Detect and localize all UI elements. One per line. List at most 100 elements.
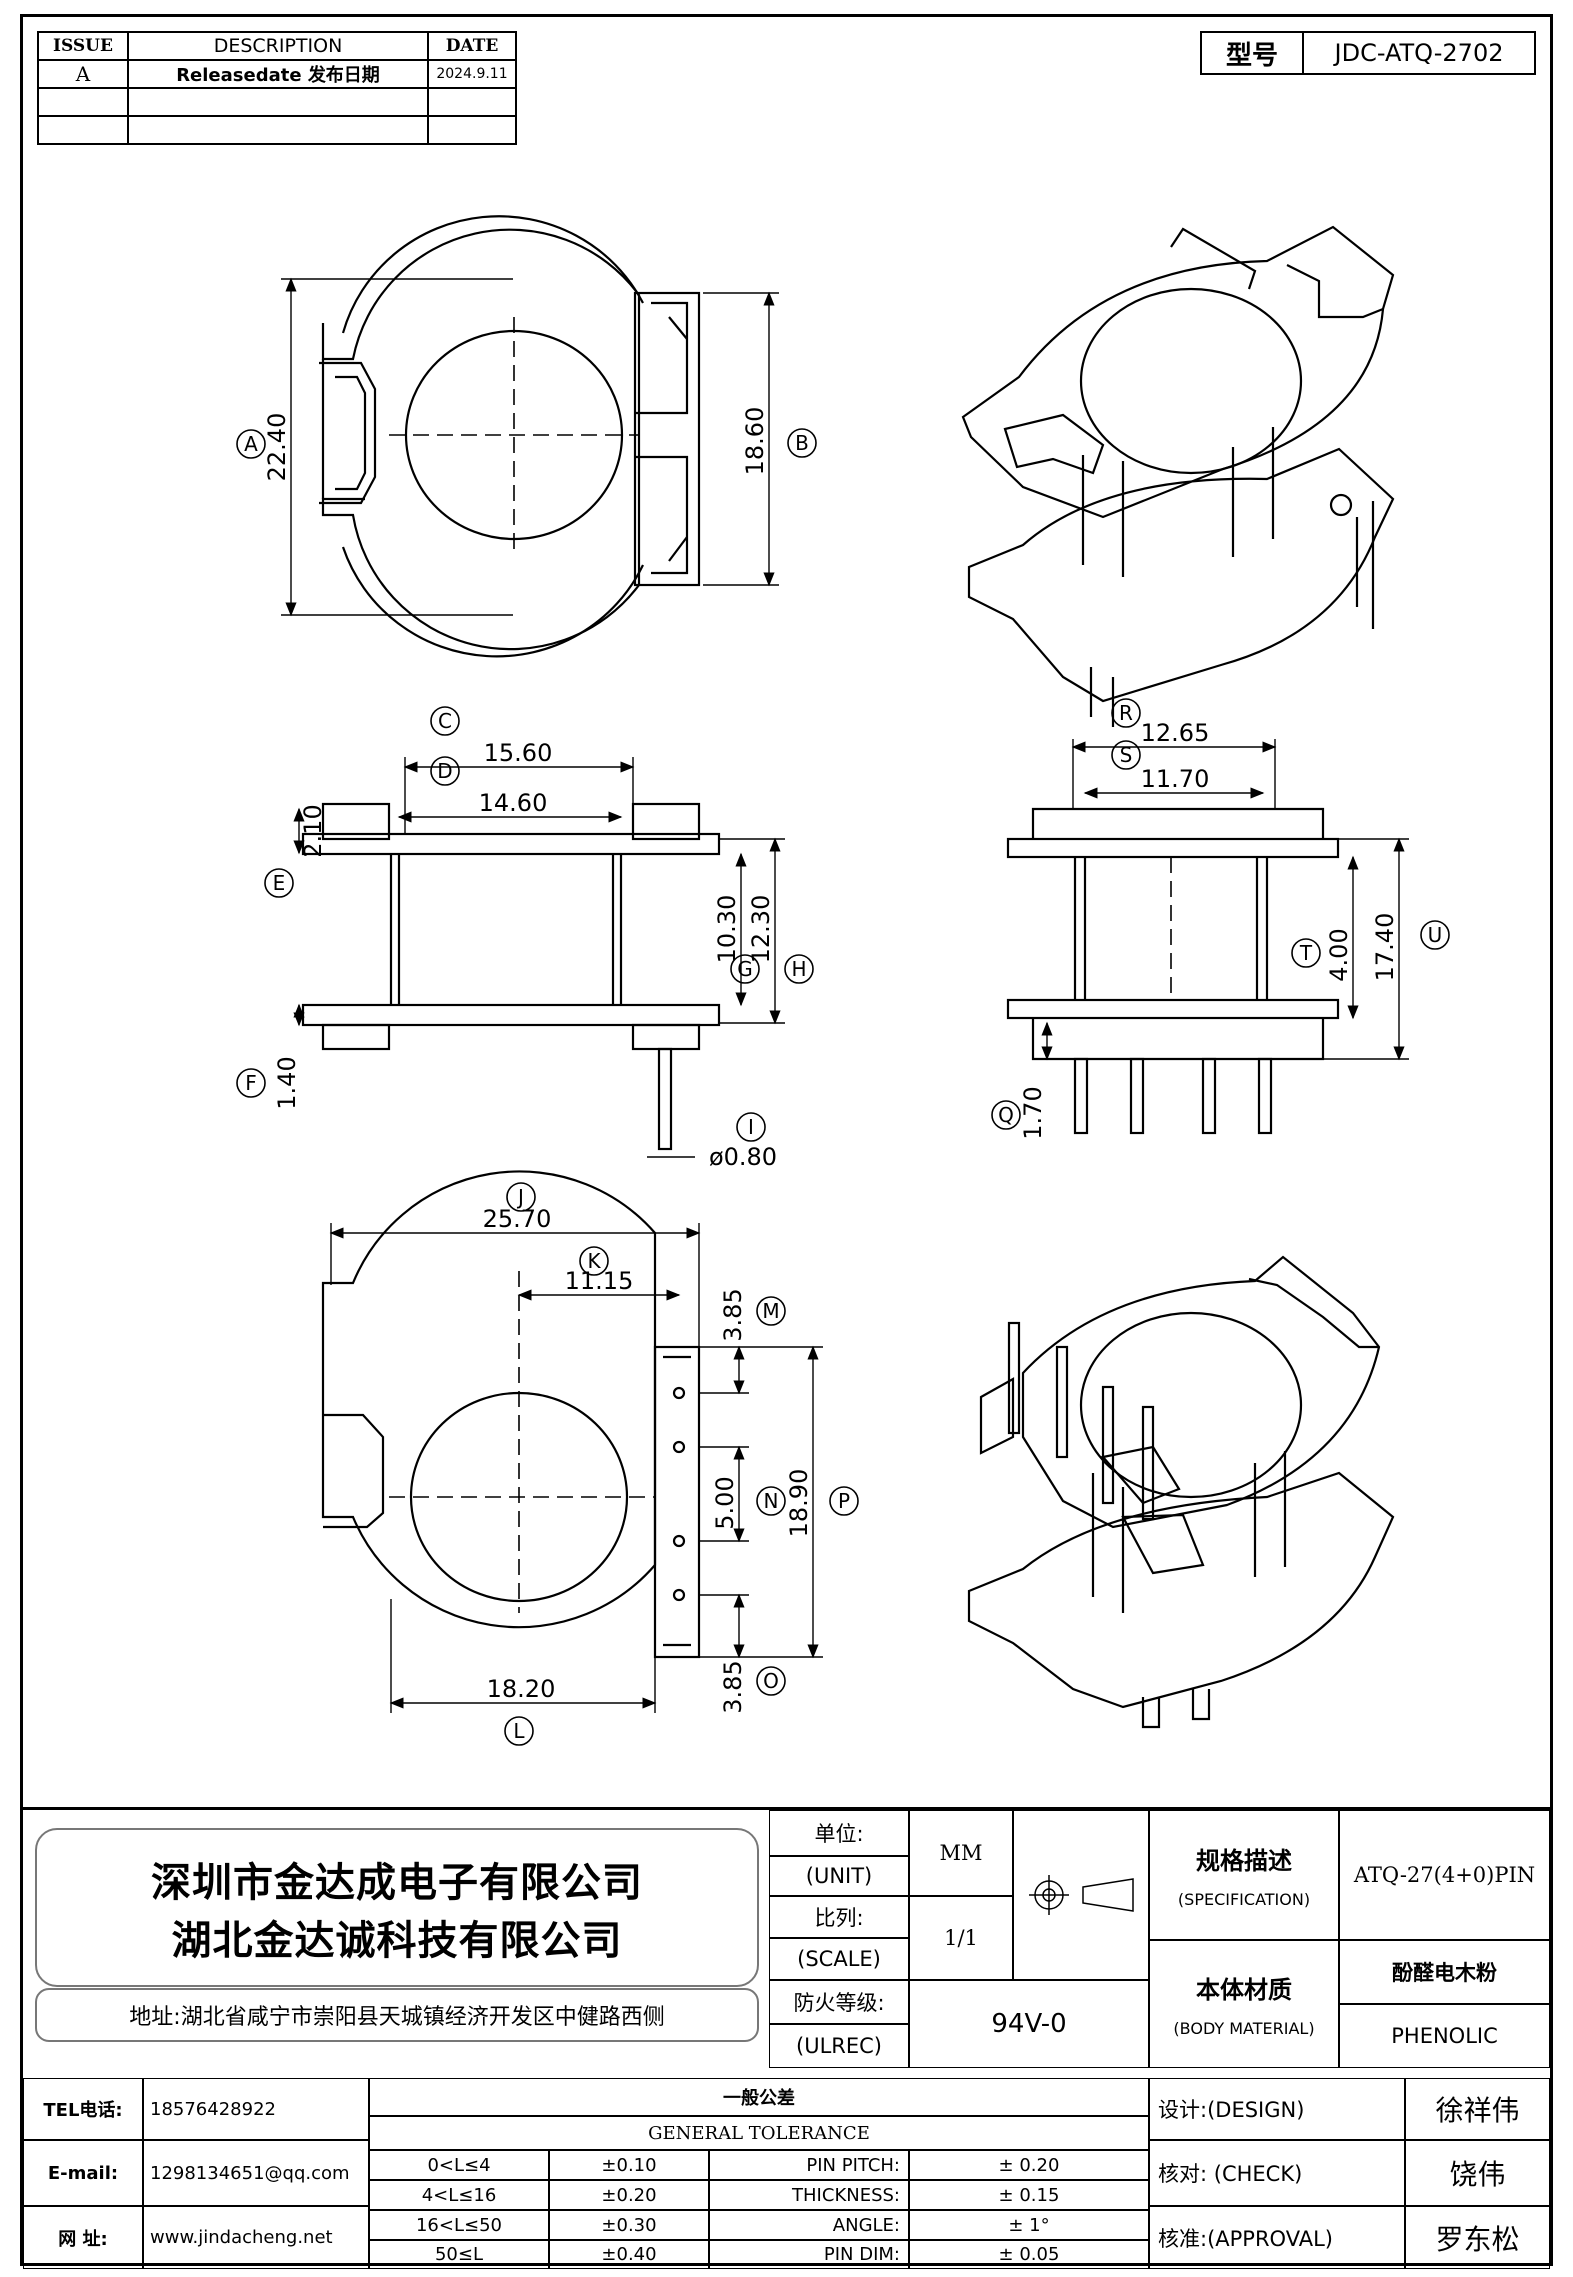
dim-u: 17.40 xyxy=(1371,913,1399,982)
web-value: www.jindacheng.net xyxy=(143,2206,369,2269)
company-address: 地址:湖北省咸宁市崇阳县天城镇经济开发区中健路西侧 xyxy=(35,1988,759,2042)
material-cell: 本体材质 (BODY MATERIAL) xyxy=(1149,1940,1339,2068)
rev-cell xyxy=(37,115,129,145)
dim-f: 1.40 xyxy=(273,1056,301,1109)
dim-b: 18.60 xyxy=(741,407,769,476)
dim-i: ø0.80 xyxy=(709,1143,777,1171)
unit-value: MM xyxy=(909,1810,1013,1896)
rev-issue: A xyxy=(37,59,129,89)
tolerance-table: 0<L≤4 ±0.10 4<L≤16 ±0.20 16<L≤50 ±0.30 5… xyxy=(369,2150,1149,2269)
projection-symbol xyxy=(1013,1810,1149,1980)
tel-label: TEL电话: xyxy=(23,2078,143,2140)
dim-k: 11.15 xyxy=(565,1267,634,1295)
dim-p: 18.90 xyxy=(785,1469,813,1538)
dimension-values: 22.40 18.60 15.60 14.60 2.10 1.40 10.30 … xyxy=(263,407,1399,1714)
tolerance-title-en: GENERAL TOLERANCE xyxy=(369,2116,1149,2150)
material-label-en: (BODY MATERIAL) xyxy=(1173,2019,1315,2038)
spec-value: ATQ-27(4+0)PIN xyxy=(1339,1810,1550,1940)
tol-other-value: ± 0.15 xyxy=(909,2180,1149,2210)
side-view xyxy=(1006,807,1340,1135)
model-value: JDC-ATQ-2702 xyxy=(1334,39,1504,67)
company-area: 深圳市金达成电子有限公司 湖北金达诚科技有限公司 地址:湖北省咸宁市崇阳县天城镇… xyxy=(23,1810,769,2078)
email-label: E-mail: xyxy=(23,2140,143,2206)
callout-h: H xyxy=(791,957,806,981)
company-name-box: 深圳市金达成电子有限公司 湖北金达诚科技有限公司 xyxy=(35,1828,759,1987)
approval-label: 核准:(APPROVAL) xyxy=(1149,2206,1405,2269)
rev-header-issue: ISSUE xyxy=(37,31,129,61)
dim-m: 3.85 xyxy=(719,1288,747,1341)
drawing-sheet: ISSUE DESCRIPTION DATE A Releasedate 发布日… xyxy=(20,14,1553,2269)
email-value: 1298134651@qq.com xyxy=(143,2140,369,2206)
callout-k: K xyxy=(587,1249,601,1273)
front-view xyxy=(301,802,721,1151)
dim-g: 10.30 xyxy=(713,895,741,964)
unit-label: 单位: xyxy=(769,1810,909,1856)
callout-j: J xyxy=(516,1185,524,1209)
tol-other-label: PIN DIM: xyxy=(709,2240,909,2269)
tol-other-label: PIN PITCH: xyxy=(709,2150,909,2180)
dimension-callouts xyxy=(236,428,1450,1746)
dim-n: 5.00 xyxy=(711,1476,739,1529)
rev-cell xyxy=(127,87,429,117)
check-label: 核对: (CHECK) xyxy=(1149,2140,1405,2206)
dim-o: 3.85 xyxy=(719,1660,747,1713)
tolerance-title-cn: 一般公差 xyxy=(369,2078,1149,2116)
unit-label-en: (UNIT) xyxy=(769,1856,909,1896)
tol-length-range: 0<L≤4 xyxy=(369,2150,549,2180)
tol-length-range: 50≤L xyxy=(369,2240,549,2269)
callout-d: D xyxy=(437,759,452,783)
tol-length-range: 4<L≤16 xyxy=(369,2180,549,2210)
design-name: 徐祥伟 xyxy=(1405,2078,1550,2140)
callout-letters: A B C D E F G H I J K L M N O P Q R S T … xyxy=(244,431,1442,1743)
dim-c: 15.60 xyxy=(484,739,553,767)
tol-other-value: ± 0.05 xyxy=(909,2240,1149,2269)
dim-t: 4.00 xyxy=(1325,928,1353,981)
callout-i: I xyxy=(748,1115,754,1139)
top-view xyxy=(319,215,701,658)
dim-j: 25.70 xyxy=(483,1205,552,1233)
material-value-en: PHENOLIC xyxy=(1339,2004,1550,2068)
rev-cell xyxy=(37,87,129,117)
tol-other-label: ANGLE: xyxy=(709,2210,909,2240)
dim-d: 14.60 xyxy=(479,789,548,817)
dim-h: 12.30 xyxy=(747,895,775,964)
spec-label: 规格描述 xyxy=(1196,1847,1292,1875)
fire-value: 94V-0 xyxy=(909,1980,1149,2068)
tol-length-range: 16<L≤50 xyxy=(369,2210,549,2240)
iso-view-bottom xyxy=(967,1255,1395,1729)
title-block: 深圳市金达成电子有限公司 湖北金达诚科技有限公司 地址:湖北省咸宁市崇阳县天城镇… xyxy=(23,1807,1550,2269)
dim-r: 12.65 xyxy=(1141,719,1210,747)
tol-length-value: ±0.30 xyxy=(549,2210,709,2240)
dimension-lines xyxy=(281,277,1409,1713)
callout-c: C xyxy=(438,709,452,733)
rev-cell xyxy=(427,115,517,145)
tol-length-value: ±0.10 xyxy=(549,2150,709,2180)
rev-header-date: DATE xyxy=(427,31,517,61)
callout-r: R xyxy=(1119,701,1133,725)
projection-icon xyxy=(1029,1875,1134,1915)
fire-label: 防火等级: xyxy=(769,1980,909,2024)
callout-e: E xyxy=(273,871,286,895)
callout-l: L xyxy=(513,1719,525,1743)
iso-view-top xyxy=(961,225,1395,727)
callout-t: T xyxy=(1299,941,1313,965)
revision-table: ISSUE DESCRIPTION DATE A Releasedate 发布日… xyxy=(37,31,517,145)
company-name-2: 湖北金达诚科技有限公司 xyxy=(171,1917,623,1964)
callout-f: F xyxy=(245,1071,257,1095)
design-label: 设计:(DESIGN) xyxy=(1149,2078,1405,2140)
tol-other-label: THICKNESS: xyxy=(709,2180,909,2210)
dim-q: 1.70 xyxy=(1019,1086,1047,1139)
dim-s: 11.70 xyxy=(1141,765,1210,793)
callout-g: G xyxy=(737,957,753,981)
callout-u: U xyxy=(1428,923,1443,947)
callout-s: S xyxy=(1120,743,1133,767)
model-box: 型号 JDC-ATQ-2702 xyxy=(1200,31,1536,75)
rev-description: Releasedate 发布日期 xyxy=(127,59,429,89)
scale-label-en: (SCALE) xyxy=(769,1938,909,1980)
material-label: 本体材质 xyxy=(1196,1976,1292,2004)
technical-drawing: A B C D E F G H I J K L M N O P Q R S T … xyxy=(236,215,1450,1746)
dim-l: 18.20 xyxy=(487,1675,556,1703)
callout-m: M xyxy=(762,1299,779,1323)
callout-o: O xyxy=(763,1669,779,1693)
tol-length-value: ±0.20 xyxy=(549,2180,709,2210)
